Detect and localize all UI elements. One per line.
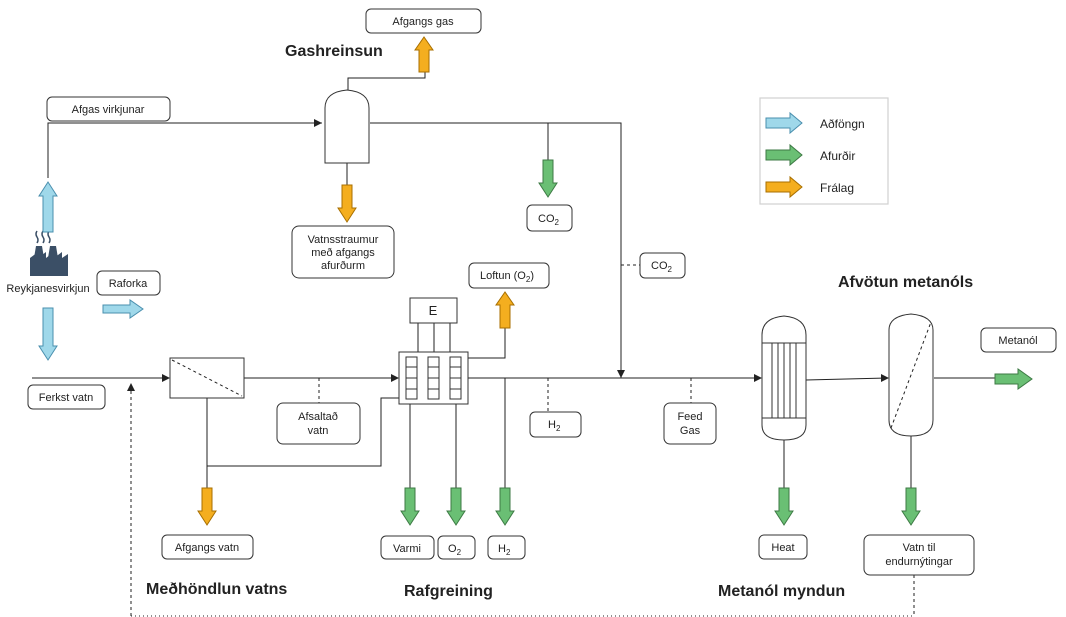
arrow-down-co2 (538, 159, 558, 198)
arrowhead-gashreinsun-in (314, 119, 322, 127)
arrow-down-ferkst-vatn (38, 307, 58, 361)
label-ferkst-vatn: Ferkst vatn (39, 392, 93, 404)
power-plant-icon (30, 230, 68, 276)
legend-arrow-green (765, 143, 803, 167)
box-co2-top (526, 204, 573, 232)
gashreinsun-vessel (324, 89, 370, 164)
box-feed-gas (663, 402, 717, 445)
arrow-down-h2 (495, 487, 515, 526)
title-rafgreining: Rafgreining (404, 583, 493, 600)
arrow-down-heat (774, 487, 794, 526)
line-recycle-loop (207, 397, 399, 467)
arrowhead-to-column (881, 374, 889, 382)
box-h2-bottom (487, 535, 526, 560)
line-gashreinsun-top (347, 70, 426, 92)
label-feed-gas-1: Feed (677, 411, 702, 423)
line-reactor-to-column (805, 377, 888, 381)
box-o2 (437, 535, 476, 560)
title-afvotun-metanols: Afvötun metanóls (838, 274, 973, 291)
arrowhead-to-electrolyzer (391, 374, 399, 382)
arrowhead-to-desal (162, 374, 170, 382)
label-raforka: Raforka (109, 278, 148, 290)
label-afsaltad-2: vatn (308, 425, 329, 437)
power-supply-label: E (429, 303, 438, 318)
line-loftun (468, 328, 506, 359)
arrow-right-raforka (102, 299, 144, 319)
label-afgangs-vatn: Afgangs vatn (175, 542, 239, 554)
title-gashreinsun: Gashreinsun (285, 43, 383, 60)
arrow-down-afgangs-vatn (197, 487, 217, 526)
label-vatnsstraumur-1: Vatnsstraumur (308, 234, 379, 246)
legend-arrow-blue (765, 111, 803, 135)
box-varmi (380, 535, 435, 560)
title-medhondlun-vatns: Meðhöndlun vatns (146, 581, 287, 598)
arrow-down-o2 (446, 487, 466, 526)
box-afsaltad-vatn (276, 402, 361, 445)
box-vatnsstraumur (291, 225, 395, 279)
arrow-right-metanol (994, 368, 1033, 390)
arrow-up-afgas (38, 181, 58, 233)
label-vatn-til-2: endurnýtingar (885, 556, 953, 568)
box-afgas-virkjunar (46, 96, 171, 122)
label-h2-mid: H2 (548, 419, 561, 433)
legend: Aðföngn Afurðir Frálag (759, 97, 889, 205)
arrowhead-separator (127, 383, 135, 391)
desalination-unit (169, 357, 245, 399)
line-gashreinsun-out (370, 122, 622, 378)
box-afgangs-gas (365, 8, 482, 34)
box-vatn-til (863, 534, 975, 576)
reykjanesvirkjun-label: Reykjanesvirkjun (6, 283, 89, 295)
label-vatn-til-1: Vatn til (903, 542, 936, 554)
distillation-internal (890, 321, 932, 429)
box-co2-right (639, 252, 686, 279)
label-afsaltad-1: Afsaltað (298, 411, 338, 423)
label-co2-right: CO2 (651, 260, 673, 274)
arrow-down-vatnsstraumur (337, 184, 357, 223)
label-h2-bottom: H2 (498, 543, 511, 557)
label-afgas-virkjunar: Afgas virkjunar (72, 104, 145, 116)
label-varmi: Varmi (393, 543, 421, 555)
box-afgangs-vatn (161, 534, 254, 560)
box-raforka (96, 270, 161, 296)
arrow-up-afgangs-gas (414, 36, 434, 73)
title-metanol-myndun: Metanól myndun (718, 583, 845, 600)
arrowhead-to-reactor (754, 374, 762, 382)
arrow-down-varmi (400, 487, 420, 526)
label-afgangs-gas: Afgangs gas (392, 16, 454, 28)
reactor-tubes (762, 342, 806, 419)
label-co2-top: CO2 (538, 213, 560, 227)
box-ferkst-vatn (27, 384, 106, 410)
arrowhead-co2-to-feed (617, 370, 625, 378)
line-afgas-to-gashreinsun (47, 122, 322, 178)
arrow-up-loftun (495, 291, 515, 329)
power-supply-box (409, 297, 458, 324)
label-vatnsstraumur-3: afurðurm (321, 260, 365, 272)
electrolyzer-cells (405, 356, 462, 400)
label-feed-gas-2: Gas (680, 425, 701, 437)
label-o2: O2 (448, 543, 462, 557)
box-h2-mid (529, 411, 582, 438)
box-metanol (980, 327, 1057, 353)
label-metanol: Metanól (998, 335, 1037, 347)
desalination-membrane (171, 359, 243, 397)
label-vatnsstraumur-2: með afgangs (311, 247, 375, 259)
legend-arrow-orange (765, 175, 803, 199)
label-heat: Heat (771, 542, 794, 554)
legend-label-afurdir: Afurðir (820, 149, 855, 163)
arrow-down-vatn-til (901, 487, 921, 526)
box-loftun (468, 262, 550, 289)
legend-label-fralag: Frálag (820, 181, 854, 195)
legend-label-adfogn: Aðföngn (820, 117, 865, 131)
label-loftun: Loftun (O2) (480, 270, 534, 284)
box-heat (758, 534, 808, 560)
